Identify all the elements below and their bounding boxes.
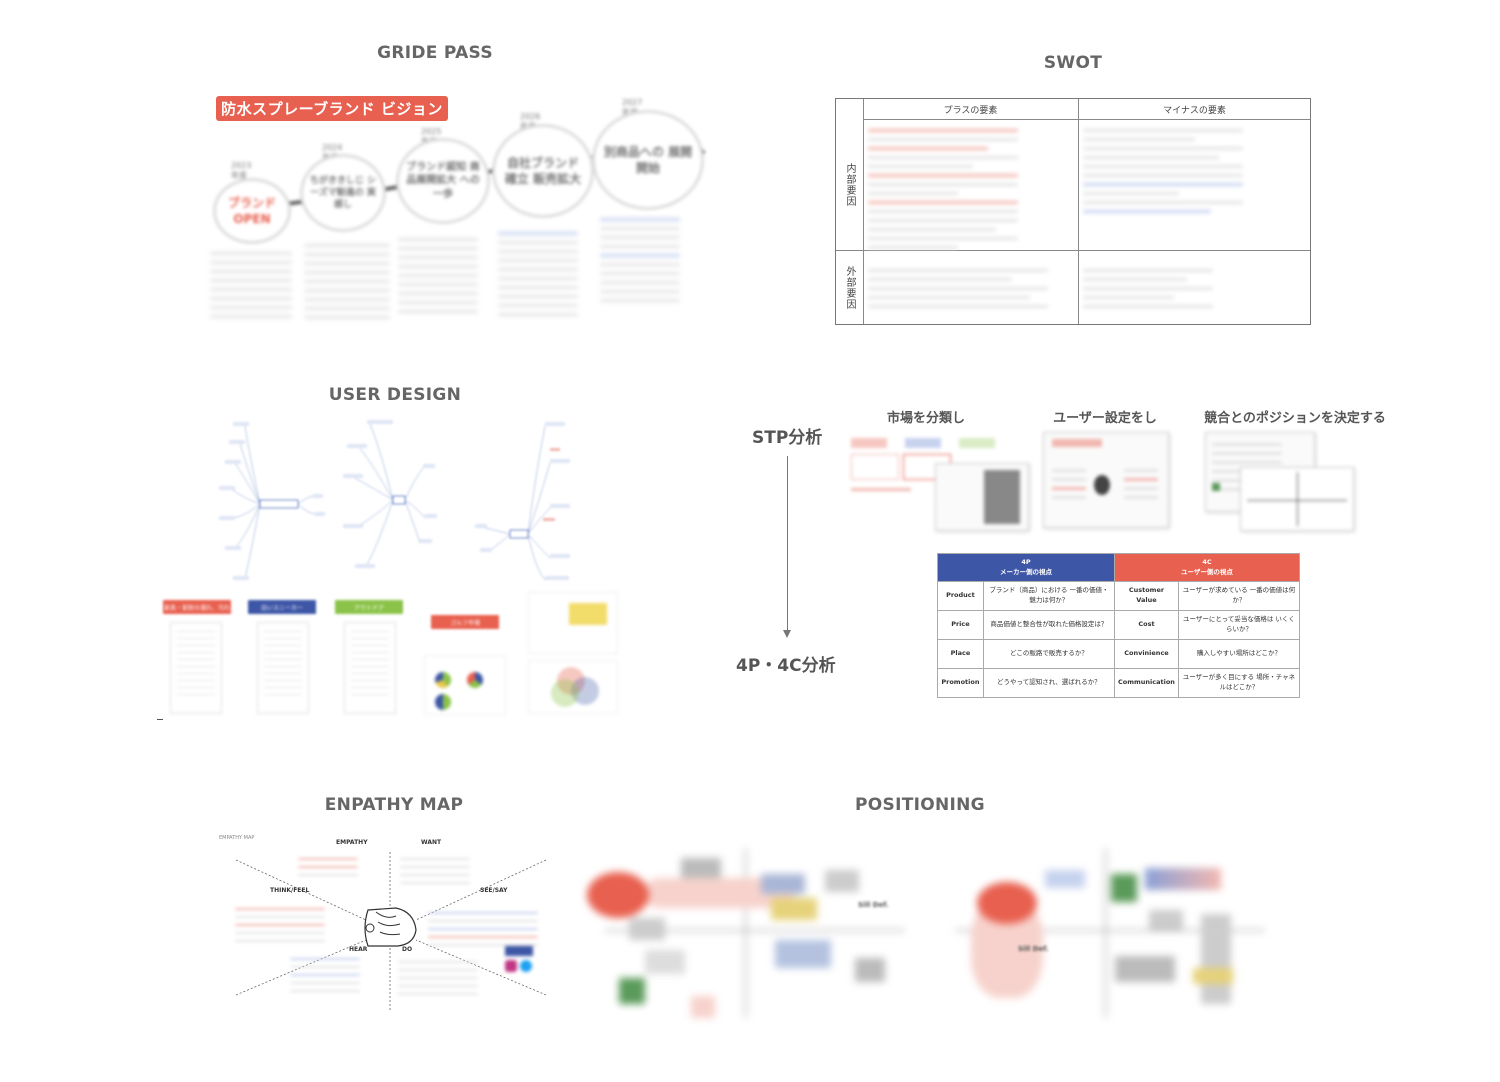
swot-plus-header: プラスの要素 xyxy=(863,99,1078,120)
row-place-key: Place xyxy=(937,639,984,669)
tag-golf-market[interactable]: ゴルフ市場 xyxy=(431,615,499,629)
mind-maps xyxy=(219,420,570,581)
stp-step-segmentation: 市場を分類し xyxy=(886,411,965,426)
empathy-map-corner-label: EMPATHY MAP xyxy=(219,835,255,841)
year-2023: 2023年度 xyxy=(231,161,252,180)
stp-arrow-line xyxy=(787,456,788,632)
row-customer-value-desc: ユーザーが求めている 一番の価値は何か？ xyxy=(1177,581,1300,611)
swot-content xyxy=(868,123,1306,321)
row-convinience-desc: 購入しやすい場所はどこか？ xyxy=(1177,639,1300,669)
row-product-desc: ブランド（商品）における 一番の価値・魅力は何か？ xyxy=(982,581,1116,611)
swot-minus-header: マイナスの要素 xyxy=(1079,99,1310,120)
see-say-label: SEE/SAY xyxy=(480,887,508,894)
gride-pass-title: GRIDE PASS xyxy=(377,43,493,63)
row-promotion-desc: どうやって認知され、選ばれるか？ xyxy=(982,668,1116,698)
milestone-2027: 別商品への 展開開始 xyxy=(592,110,704,210)
row-place-desc: どこの販路で販売するか？ xyxy=(982,639,1116,669)
stp-step-targeting: ユーザー設定をし xyxy=(1053,411,1157,426)
row-price-desc: 商品価値と整合性が取れた価格設定は？ xyxy=(982,610,1116,640)
tag-outdoor[interactable]: アウトドア xyxy=(335,600,403,614)
stp-arrow-head xyxy=(783,630,791,638)
enpathy-map-title: ENPATHY MAP xyxy=(324,795,464,815)
hear-label: HEAR xyxy=(349,946,368,953)
milestone-2024: ちがききしじ シーズマ勧進の 実感し xyxy=(300,154,386,232)
empathy-label: EMPATHY xyxy=(336,839,368,846)
swot-table: プラスの要素 マイナスの要素 内部要因 外部要因 xyxy=(835,98,1311,325)
row-communication-key: Communication xyxy=(1114,668,1179,698)
milestone-2025: ブランド認知 商品展開拡大 への一歩 xyxy=(396,138,490,224)
positioning-chart-right xyxy=(945,848,1265,1023)
want-label: WANT xyxy=(421,839,442,846)
positioning-label-right: Sill Def. xyxy=(1018,945,1049,953)
vision-banner: 防水スプレーブランド ビジョン xyxy=(216,96,448,121)
swot-internal-label: 内部要因 xyxy=(844,162,855,207)
gride-pass-notes xyxy=(208,218,688,328)
milestone-2026: 自社ブランド 確立 販売拡大 xyxy=(492,124,594,218)
4p4c-title: 4P・4C分析 xyxy=(736,656,836,676)
row-convinience-key: Convinience xyxy=(1114,639,1179,669)
do-label: DO xyxy=(402,946,413,953)
row-product-key: Product xyxy=(937,581,984,611)
positioning-label-left: Sill Def. xyxy=(858,901,889,909)
milestone-2023: ブランド OPEN xyxy=(213,178,291,244)
row-cost-key: Cost xyxy=(1114,610,1179,640)
row-cost-desc: ユーザーにとって妥当な価格は いくくらいか？ xyxy=(1177,610,1300,640)
tag-furniture[interactable]: 家具・家財の濡れ、汚れ xyxy=(163,600,231,614)
stp-title: STP分析 xyxy=(752,428,823,448)
swot-title: SWOT xyxy=(1043,53,1103,73)
stp-step-positioning: 競合とのポジションを決定する xyxy=(1204,411,1386,426)
row-price-key: Price xyxy=(937,610,984,640)
user-design-title: USER DESIGN xyxy=(328,385,462,405)
think-feel-label: THINK/FEEL xyxy=(270,887,310,894)
row-customer-value-key: Customer Value xyxy=(1114,581,1179,611)
positioning-chart-left xyxy=(585,848,905,1023)
swot-external-label: 外部要因 xyxy=(844,265,855,310)
row-promotion-key: Promotion xyxy=(937,668,984,698)
row-communication-desc: ユーザーが多く目にする 場所・チャネルはどこか？ xyxy=(1177,668,1300,698)
positioning-title: POSITIONING xyxy=(855,795,985,815)
empathy-map-lines xyxy=(236,852,546,1010)
tag-white-sneaker[interactable]: 白いスニーカー xyxy=(248,600,316,614)
